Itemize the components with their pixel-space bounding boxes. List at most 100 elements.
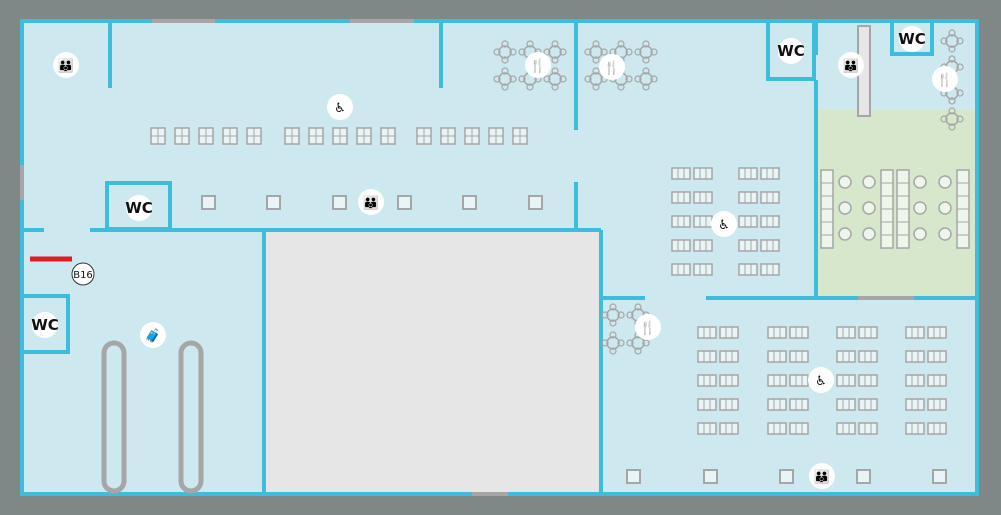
chair <box>948 55 956 63</box>
accessible-seating-icon[interactable]: ♿ <box>711 211 737 237</box>
lounge-table <box>938 201 952 215</box>
lounge-table <box>862 175 876 189</box>
lounge-table <box>838 227 852 241</box>
seat-row <box>738 263 758 276</box>
chair <box>501 83 509 91</box>
info-desk-icon[interactable]: 👪 <box>838 52 864 78</box>
seat-row <box>738 167 758 180</box>
table <box>548 45 562 59</box>
seat-row <box>789 326 809 339</box>
chair <box>948 107 956 115</box>
gate-b16-badge[interactable] <box>71 262 95 286</box>
lounge-table <box>913 227 927 241</box>
chair <box>642 56 650 64</box>
table <box>631 336 645 350</box>
chair <box>634 48 642 56</box>
seat-row <box>671 167 691 180</box>
baggage-carousel[interactable] <box>178 340 204 494</box>
kiosk <box>462 195 477 210</box>
lounge-table <box>838 175 852 189</box>
seat-row <box>738 215 758 228</box>
seat-row <box>789 374 809 387</box>
chair <box>559 75 567 83</box>
kiosk <box>856 469 871 484</box>
chair <box>617 311 625 319</box>
chair <box>526 83 534 91</box>
chair <box>650 75 658 83</box>
seat-row <box>836 422 856 435</box>
lounge-table <box>838 201 852 215</box>
kiosk <box>397 195 412 210</box>
kiosk <box>779 469 794 484</box>
seat-row <box>719 398 739 411</box>
chair <box>600 48 608 56</box>
restaurant-icon[interactable]: 🍴 <box>525 52 551 78</box>
wc-room-wall <box>105 181 172 231</box>
svg-text:♿: ♿ <box>334 101 346 116</box>
seat-row <box>767 398 787 411</box>
seat-row <box>927 350 947 363</box>
chair <box>625 75 633 83</box>
seat-row <box>697 326 717 339</box>
seat-row <box>836 350 856 363</box>
chair <box>609 303 617 311</box>
family-room-icon[interactable]: 👪 <box>53 52 79 78</box>
chair <box>601 339 609 347</box>
svg-text:🧳: 🧳 <box>145 328 161 344</box>
seat-row <box>760 167 780 180</box>
seat-row <box>693 239 713 252</box>
kiosk <box>332 195 347 210</box>
seat-row <box>836 398 856 411</box>
lounge-table <box>913 201 927 215</box>
wc-badge[interactable] <box>899 26 925 52</box>
seat-row <box>858 350 878 363</box>
chair <box>609 319 617 327</box>
chair <box>592 56 600 64</box>
seat-row <box>760 263 780 276</box>
chair <box>592 83 600 91</box>
wc-badge[interactable] <box>126 195 152 221</box>
wc-badge[interactable] <box>778 38 804 64</box>
chair <box>493 48 501 56</box>
table <box>945 112 959 126</box>
seat-row <box>789 398 809 411</box>
seat-row <box>671 191 691 204</box>
baggage-claim-icon[interactable]: 🧳 <box>140 322 166 348</box>
chair <box>650 48 658 56</box>
svg-text:👪: 👪 <box>58 58 74 74</box>
chair <box>551 40 559 48</box>
table <box>589 45 603 59</box>
seat-row <box>738 191 758 204</box>
chair <box>518 75 526 83</box>
seat-row <box>693 191 713 204</box>
seat-row <box>767 326 787 339</box>
seat-row <box>760 215 780 228</box>
accessible-seating-icon[interactable]: ♿ <box>808 367 834 393</box>
chair <box>501 67 509 75</box>
restaurant-icon[interactable]: 🍴 <box>599 54 625 80</box>
chair <box>551 83 559 91</box>
wc-room-wall <box>766 19 816 81</box>
svg-text:🍴: 🍴 <box>530 58 546 74</box>
accessible-seating-icon[interactable]: ♿ <box>327 94 353 120</box>
seat-row <box>927 422 947 435</box>
info-desk-icon[interactable]: 👪 <box>358 189 384 215</box>
chair <box>609 347 617 355</box>
restaurant-icon[interactable]: 🍴 <box>635 314 661 340</box>
wc-label: WC <box>125 199 153 217</box>
chair <box>948 29 956 37</box>
chair <box>526 40 534 48</box>
chair <box>551 56 559 64</box>
chair <box>956 37 964 45</box>
table <box>606 336 620 350</box>
gate-b16-label: B16 <box>73 270 93 281</box>
svg-text:🍴: 🍴 <box>937 72 953 88</box>
svg-text:👪: 👪 <box>814 469 830 485</box>
restaurant-icon[interactable]: 🍴 <box>932 66 958 92</box>
baggage-carousel[interactable] <box>101 340 127 494</box>
restricted-area <box>264 230 601 494</box>
info-desk-icon[interactable]: 👪 <box>809 463 835 489</box>
wc-badge[interactable] <box>32 312 58 338</box>
chair <box>543 48 551 56</box>
baggage-carousels <box>101 340 204 494</box>
